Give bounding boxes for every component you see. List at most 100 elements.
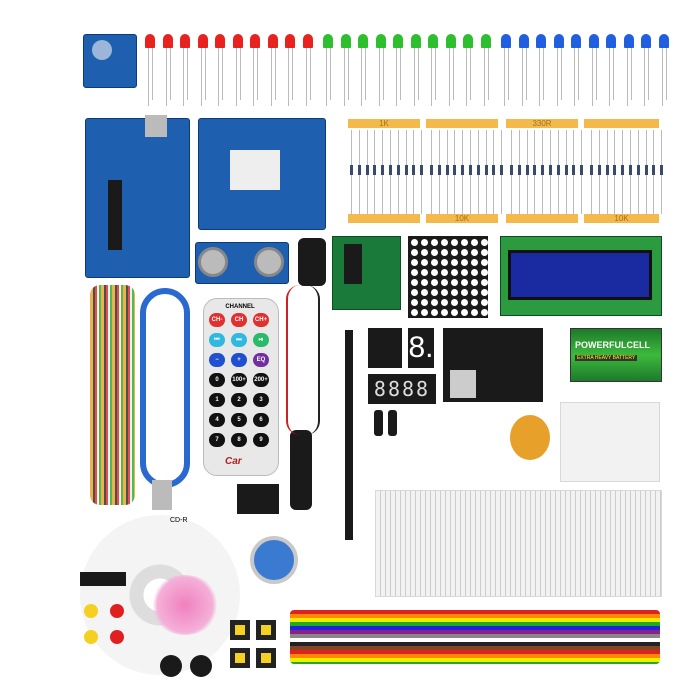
led-leg: [613, 48, 614, 100]
led-leg: [165, 48, 167, 106]
green-led: [463, 34, 473, 48]
led-leg: [257, 48, 258, 100]
remote-key[interactable]: ⏭: [231, 333, 247, 347]
resistor: [469, 165, 472, 175]
remote-key[interactable]: CH+: [253, 313, 269, 327]
usb-socket: [450, 370, 476, 398]
green-led: [393, 34, 403, 48]
resistor: [396, 165, 400, 175]
resistor: [652, 165, 656, 175]
green-led: [410, 34, 421, 48]
led-leg: [253, 48, 254, 106]
resistor: [644, 165, 648, 175]
red-led: [302, 34, 313, 48]
resistor: [500, 165, 504, 175]
matrix-led: [481, 249, 488, 256]
led-leg: [626, 48, 628, 106]
resistor: [580, 165, 584, 175]
button-cap-red: [110, 630, 124, 644]
buzzer: [190, 655, 212, 677]
resistor: [381, 165, 385, 175]
matrix-led: [411, 249, 418, 256]
blue-led: [606, 34, 616, 48]
led-leg: [665, 48, 667, 100]
remote-key[interactable]: 8: [231, 433, 247, 447]
capacitor: [374, 410, 383, 436]
matrix-led: [421, 279, 428, 286]
remote-key[interactable]: 2: [231, 393, 247, 407]
resistor: [613, 165, 617, 175]
led-leg: [578, 48, 579, 100]
remote-key[interactable]: CH: [231, 313, 247, 327]
matrix-led: [431, 299, 438, 306]
matrix-led: [441, 299, 448, 306]
matrix-led: [431, 289, 438, 296]
small-breadboard: [560, 402, 660, 482]
matrix-led: [471, 239, 478, 246]
led-leg: [504, 48, 505, 106]
buzzer-module: [237, 484, 279, 514]
led-leg: [591, 48, 593, 106]
led-leg: [595, 48, 597, 100]
resistor: [430, 165, 433, 175]
remote-key[interactable]: EQ: [253, 353, 269, 367]
matrix-led: [461, 279, 468, 286]
resistor: [373, 165, 377, 175]
resistor: [629, 165, 632, 175]
remote-key[interactable]: 1: [209, 393, 225, 407]
remote-key[interactable]: 0: [209, 373, 225, 387]
matrix-led: [471, 289, 478, 296]
remote-key[interactable]: ⏮: [209, 333, 225, 347]
resistor-tape: [584, 119, 659, 128]
matrix-led: [421, 239, 428, 246]
led-leg: [382, 48, 384, 100]
remote-key[interactable]: ⏯: [253, 333, 269, 347]
led-leg: [309, 48, 311, 100]
matrix-led: [451, 299, 458, 306]
matrix-led: [481, 299, 488, 306]
remote-key[interactable]: 200+: [253, 373, 269, 387]
stepper-driver-board: [332, 236, 401, 310]
led-leg: [487, 48, 489, 100]
matrix-led: [421, 259, 428, 266]
led-leg: [630, 48, 632, 100]
led-leg: [347, 48, 349, 100]
led-leg: [644, 48, 645, 106]
blue-led: [536, 34, 546, 48]
resistor: [549, 165, 552, 175]
remote-key[interactable]: +: [231, 353, 247, 367]
microcontroller-chip: [108, 180, 122, 250]
led-leg: [378, 48, 380, 106]
remote-key[interactable]: −: [209, 353, 225, 367]
remote-key[interactable]: 6: [253, 413, 269, 427]
remote-key[interactable]: 3: [253, 393, 269, 407]
resistor: [533, 165, 537, 175]
remote-key[interactable]: 100+: [231, 373, 247, 387]
resistor: [525, 165, 529, 175]
remote-key[interactable]: 7: [209, 433, 225, 447]
led-leg: [431, 48, 432, 106]
resistor-tape: [348, 214, 420, 223]
mini-breadboard: [230, 150, 280, 190]
resistor: [453, 165, 457, 175]
led-leg: [218, 48, 219, 106]
matrix-led: [411, 299, 418, 306]
resistor-tape-label: 330R: [506, 119, 578, 128]
matrix-led: [421, 289, 428, 296]
led-leg: [235, 48, 237, 106]
led-leg: [270, 48, 272, 106]
green-led: [445, 34, 456, 48]
remote-key[interactable]: CH-: [209, 313, 225, 327]
blue-led: [623, 34, 634, 48]
remote-key[interactable]: 4: [209, 413, 225, 427]
stepper-motor: [250, 536, 298, 584]
led-leg: [448, 48, 450, 106]
led-leg: [400, 48, 401, 100]
matrix-led: [451, 289, 458, 296]
resistor: [564, 165, 568, 175]
remote-key[interactable]: 5: [231, 413, 247, 427]
resistor: [605, 165, 609, 175]
led-leg: [187, 48, 188, 100]
led-leg: [648, 48, 649, 100]
remote-key[interactable]: 9: [253, 433, 269, 447]
